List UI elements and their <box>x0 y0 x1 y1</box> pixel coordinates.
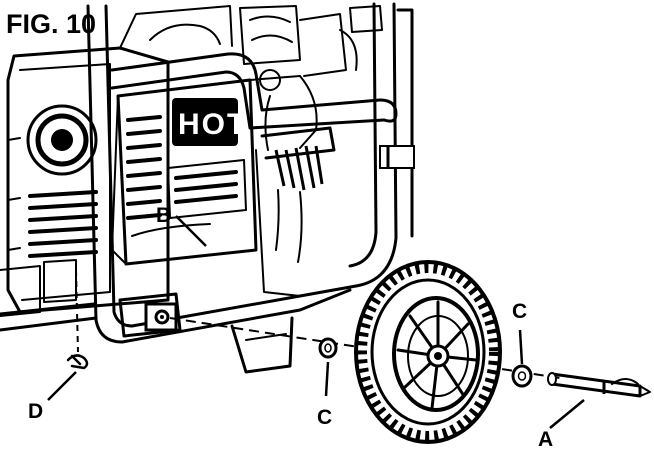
hairpin-clip <box>66 269 89 370</box>
callout-label-c-right: C <box>512 300 527 323</box>
callout-label-d: D <box>28 400 43 423</box>
callout-b: B <box>156 204 207 247</box>
hot-warning-label <box>172 98 238 146</box>
axle-pin <box>547 372 651 398</box>
alternator-assembly <box>249 75 336 297</box>
callout-c-right: C <box>512 300 527 365</box>
hot-warning-text: HOT <box>178 108 247 141</box>
axle-bracket <box>118 292 182 338</box>
wheel <box>354 260 502 444</box>
washer-left <box>318 337 338 359</box>
tubular-frame <box>0 2 415 374</box>
engine-top-components <box>119 5 383 151</box>
callout-label-c-left: C <box>317 406 332 429</box>
callout-d: D <box>28 371 77 423</box>
callout-label-a: A <box>538 428 553 451</box>
washer-right <box>511 364 533 388</box>
figure-title: FIG. 10 <box>6 9 96 39</box>
callout-c-left: C <box>317 361 332 429</box>
muffler-heat-shield: HOT <box>111 78 258 266</box>
callout-label-b: B <box>156 204 171 227</box>
callout-a: A <box>538 399 585 451</box>
engine-block <box>0 46 170 317</box>
